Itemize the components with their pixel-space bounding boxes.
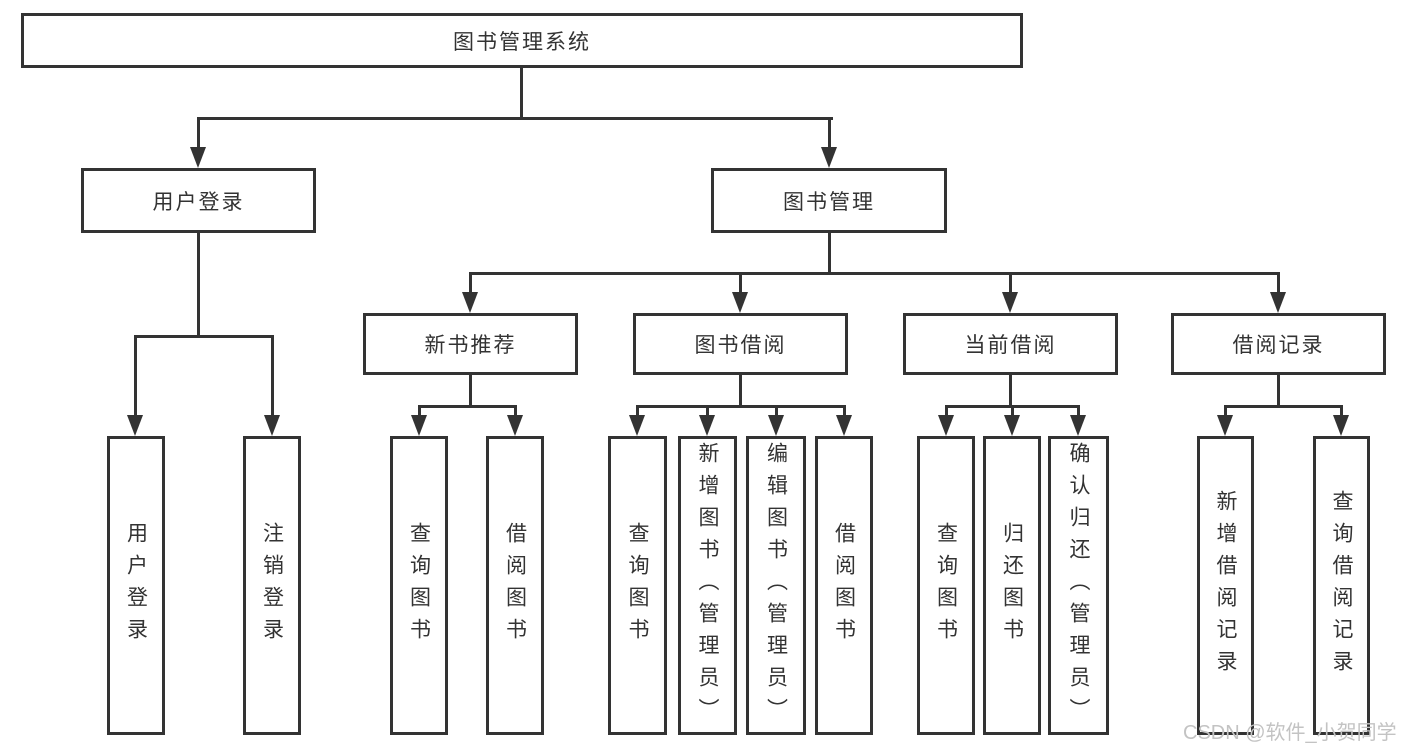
section-borrow-records-label: 借阅记录 bbox=[1232, 334, 1325, 357]
connector-line bbox=[1277, 375, 1280, 408]
connector-line bbox=[469, 375, 472, 408]
section-new-book-recommend-label: 新书推荐 bbox=[424, 334, 517, 357]
connector-line bbox=[469, 272, 1279, 275]
arrow-down-icon bbox=[629, 415, 645, 436]
branch-book-management: 图书管理 bbox=[711, 168, 947, 233]
connector-line bbox=[706, 405, 709, 419]
connector-line bbox=[739, 272, 742, 296]
leaf-query-borrow-record: 查询借阅记录 bbox=[1313, 436, 1370, 735]
leaf-query-books-current: 查询图书 bbox=[917, 436, 975, 735]
leaf-return-books: 归还图书 bbox=[983, 436, 1041, 735]
connector-line bbox=[828, 233, 831, 274]
arrow-down-icon bbox=[190, 147, 206, 168]
connector-line bbox=[197, 233, 200, 338]
branch-user-login-label: 用户登录 bbox=[152, 190, 245, 214]
leaf-logout: 注销登录 bbox=[243, 436, 301, 735]
arrow-down-icon bbox=[836, 415, 852, 436]
connector-line bbox=[945, 405, 948, 419]
arrow-down-icon bbox=[768, 415, 784, 436]
leaf-user-login: 用户登录 bbox=[107, 436, 165, 735]
connector-line bbox=[1340, 405, 1343, 419]
arrow-down-icon bbox=[821, 147, 837, 168]
connector-line bbox=[469, 272, 472, 296]
connector-line bbox=[134, 335, 274, 338]
leaf-logout-label: 注销登录 bbox=[260, 521, 284, 650]
section-book-borrow-label: 图书借阅 bbox=[694, 334, 787, 357]
connector-line bbox=[1009, 272, 1012, 296]
leaf-query-books-borrow-label: 查询图书 bbox=[626, 521, 649, 650]
connector-line bbox=[418, 405, 421, 419]
connector-line bbox=[197, 117, 200, 151]
arrow-down-icon bbox=[264, 415, 280, 436]
leaf-return-books-label: 归还图书 bbox=[1000, 521, 1024, 650]
arrow-down-icon bbox=[127, 415, 143, 436]
leaf-borrow-books-recommend: 借阅图书 bbox=[486, 436, 544, 735]
connector-line bbox=[843, 405, 846, 419]
connector-line bbox=[418, 405, 517, 408]
connector-line bbox=[828, 117, 831, 151]
section-current-borrow-label: 当前借阅 bbox=[964, 334, 1057, 357]
leaf-query-borrow-record-label: 查询借阅记录 bbox=[1330, 489, 1353, 682]
arrow-down-icon bbox=[1217, 415, 1233, 436]
connector-line bbox=[636, 405, 639, 419]
connector-line bbox=[739, 375, 742, 408]
connector-line bbox=[1077, 405, 1080, 419]
leaf-query-books-recommend-label: 查询图书 bbox=[407, 521, 431, 650]
leaf-query-books-current-label: 查询图书 bbox=[934, 521, 958, 650]
leaf-user-login-label: 用户登录 bbox=[124, 521, 148, 650]
connector-line bbox=[1277, 272, 1280, 296]
leaf-borrow-books-recommend-label: 借阅图书 bbox=[503, 521, 527, 650]
leaf-add-borrow-record-label: 新增借阅记录 bbox=[1214, 489, 1237, 682]
leaf-edit-books-admin-label: 编辑图书（管理员） bbox=[764, 441, 788, 730]
arrow-down-icon bbox=[699, 415, 715, 436]
leaf-borrow-books: 借阅图书 bbox=[815, 436, 873, 735]
arrow-down-icon bbox=[1270, 292, 1286, 313]
connector-line bbox=[197, 117, 833, 120]
section-new-book-recommend: 新书推荐 bbox=[363, 313, 578, 375]
connector-line bbox=[271, 335, 274, 418]
connector-line bbox=[1224, 405, 1343, 408]
connector-line bbox=[1224, 405, 1227, 419]
arrow-down-icon bbox=[1070, 415, 1086, 436]
connector-line bbox=[1011, 405, 1014, 419]
connector-line bbox=[134, 335, 137, 418]
connector-line bbox=[514, 405, 517, 419]
arrow-down-icon bbox=[732, 292, 748, 313]
leaf-confirm-return-admin: 确认归还（管理员） bbox=[1048, 436, 1109, 735]
section-current-borrow: 当前借阅 bbox=[903, 313, 1118, 375]
arrow-down-icon bbox=[411, 415, 427, 436]
arrow-down-icon bbox=[462, 292, 478, 313]
leaf-add-books-admin-label: 新增图书（管理员） bbox=[696, 441, 719, 730]
root-node: 图书管理系统 bbox=[21, 13, 1023, 68]
watermark: CSDN @软件_小贺同学 bbox=[1183, 722, 1397, 744]
arrow-down-icon bbox=[938, 415, 954, 436]
root-node-label: 图书管理系统 bbox=[453, 30, 591, 54]
arrow-down-icon bbox=[1002, 292, 1018, 313]
section-borrow-records: 借阅记录 bbox=[1171, 313, 1386, 375]
leaf-query-books-recommend: 查询图书 bbox=[390, 436, 448, 735]
leaf-edit-books-admin: 编辑图书（管理员） bbox=[746, 436, 806, 735]
arrow-down-icon bbox=[1004, 415, 1020, 436]
leaf-confirm-return-admin-label: 确认归还（管理员） bbox=[1067, 441, 1090, 730]
leaf-borrow-books-label: 借阅图书 bbox=[832, 521, 856, 650]
branch-book-management-label: 图书管理 bbox=[783, 190, 875, 214]
section-book-borrow: 图书借阅 bbox=[633, 313, 848, 375]
connector-line bbox=[636, 405, 846, 408]
leaf-add-borrow-record: 新增借阅记录 bbox=[1197, 436, 1254, 735]
arrow-down-icon bbox=[1333, 415, 1349, 436]
leaf-query-books-borrow: 查询图书 bbox=[608, 436, 667, 735]
connector-line bbox=[520, 66, 523, 120]
branch-user-login: 用户登录 bbox=[81, 168, 316, 233]
arrow-down-icon bbox=[507, 415, 523, 436]
connector-line bbox=[775, 405, 778, 419]
connector-line bbox=[1009, 375, 1012, 408]
leaf-add-books-admin: 新增图书（管理员） bbox=[678, 436, 737, 735]
